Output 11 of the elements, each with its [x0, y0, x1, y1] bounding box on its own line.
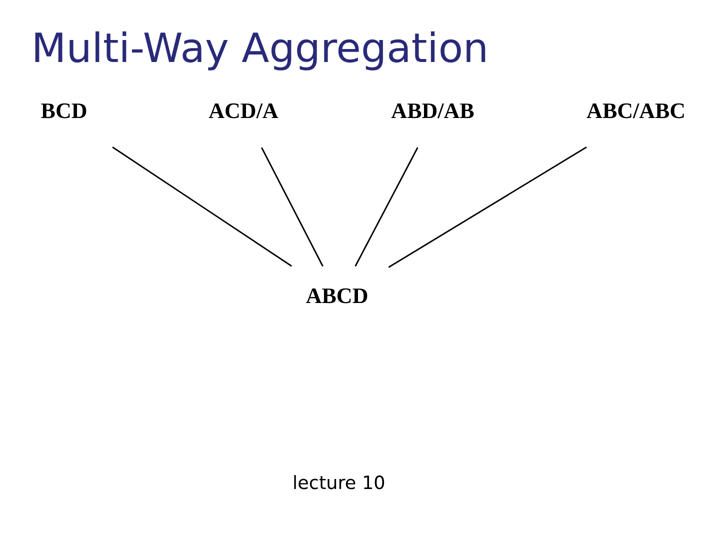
node-text: ACD/A: [208, 98, 278, 123]
node-text: ABCD: [306, 283, 368, 308]
diagram-title: Multi-Way Aggregation: [31, 24, 489, 72]
label: lecture 10: [292, 473, 386, 494]
node-text: ABC/ABC: [586, 98, 686, 123]
connector: [112, 146, 292, 267]
node-text: BCD: [40, 98, 88, 123]
connector: [388, 146, 587, 268]
node-text: ABD/AB: [391, 98, 474, 123]
connector: [354, 147, 418, 267]
connector: [260, 147, 324, 267]
